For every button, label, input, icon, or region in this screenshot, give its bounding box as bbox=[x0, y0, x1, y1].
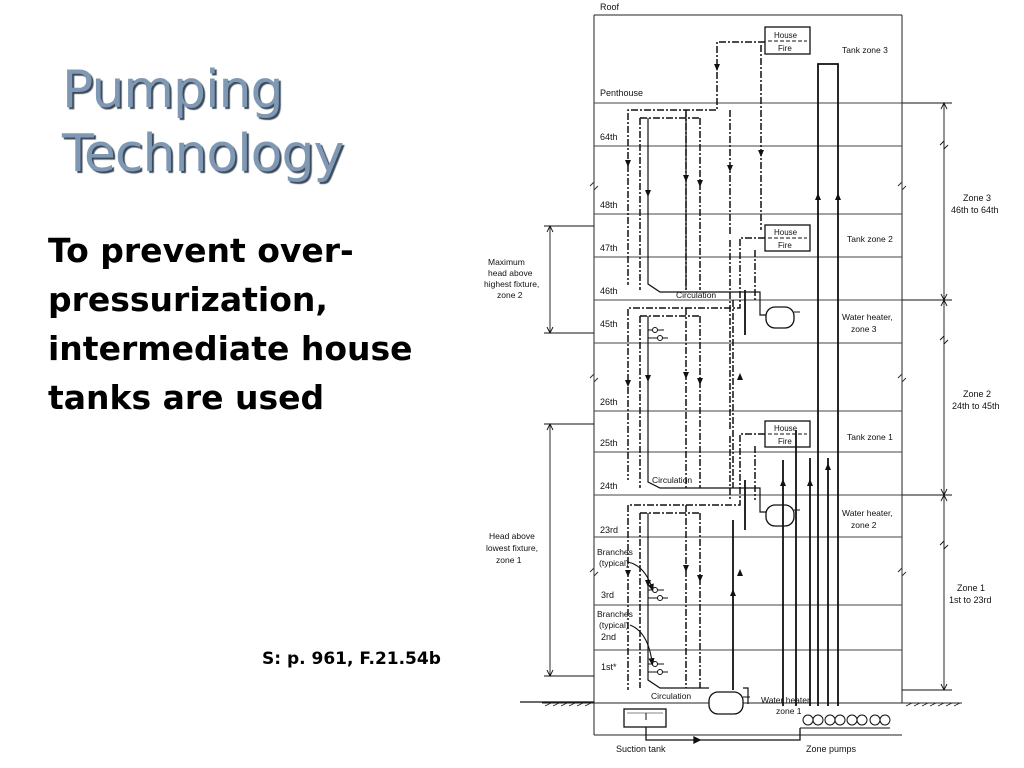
water-heater-label: Water heater, bbox=[842, 508, 893, 518]
tank-zone-3-label: Tank zone 3 bbox=[842, 45, 888, 55]
water-heater-label: zone 2 bbox=[851, 520, 877, 530]
low-head-label: lowest fixture, bbox=[486, 543, 538, 553]
source-citation: S: p. 961, F.21.54b bbox=[262, 649, 441, 669]
tank-fire-label: Fire bbox=[778, 241, 792, 250]
fixture-branches bbox=[648, 327, 668, 675]
branches-callout-lower: Branches (typical) bbox=[597, 609, 655, 666]
max-head-label: zone 2 bbox=[497, 290, 523, 300]
slide-title: Pumping Technology bbox=[62, 58, 392, 186]
ground-line bbox=[542, 702, 962, 707]
body-text: To prevent over- pressurization, interme… bbox=[48, 226, 468, 422]
zone-1-range: 1st to 23rd bbox=[949, 595, 992, 605]
circulation-label: Circulation bbox=[652, 475, 692, 485]
low-head-dimension bbox=[544, 422, 594, 678]
zone-dimensions bbox=[902, 101, 952, 692]
house-tank-zone-3: House Fire bbox=[764, 26, 811, 55]
zone-pumps bbox=[800, 714, 891, 729]
floor-label: 64th bbox=[600, 132, 618, 142]
floor-label: 3rd bbox=[601, 590, 614, 600]
water-heater-label: zone 1 bbox=[776, 706, 802, 716]
water-heater-label: zone 3 bbox=[851, 324, 877, 334]
zone-1-label: Zone 1 bbox=[957, 583, 985, 593]
zone-pumps-label: Zone pumps bbox=[806, 744, 857, 754]
break-marks bbox=[589, 180, 907, 578]
max-head-label: highest fixture, bbox=[484, 279, 539, 289]
floor-label: 45th bbox=[600, 319, 618, 329]
flow-arrows-down bbox=[625, 64, 764, 587]
title-line-2: Technology bbox=[62, 124, 344, 184]
body-line-2: pressurization, bbox=[48, 280, 328, 319]
water-heater-zone-3 bbox=[765, 306, 800, 329]
floor-label: 25th bbox=[600, 438, 618, 448]
water-heater-zone-1 bbox=[708, 691, 750, 715]
supply-risers bbox=[732, 63, 839, 706]
floor-label: 23rd bbox=[600, 525, 618, 535]
floor-label: 2nd bbox=[601, 632, 616, 642]
house-tank-zone-1: House Fire bbox=[764, 420, 811, 448]
suction-tank-label: Suction tank bbox=[616, 744, 666, 754]
zone-2-range: 24th to 45th bbox=[952, 401, 1000, 411]
circulation-label: Circulation bbox=[651, 691, 691, 701]
floor-label: 47th bbox=[600, 243, 618, 253]
suction-tank bbox=[623, 708, 667, 728]
flow-arrows-up bbox=[730, 193, 841, 596]
zone-1-distribution bbox=[627, 433, 765, 690]
tank-zone-2-label: Tank zone 2 bbox=[847, 234, 893, 244]
floor-label: 46th bbox=[600, 286, 618, 296]
roof-label: Roof bbox=[600, 2, 620, 12]
floor-label: 24th bbox=[600, 481, 618, 491]
max-head-dimension bbox=[544, 224, 594, 335]
floor-label: 26th bbox=[600, 397, 618, 407]
body-line-3: intermediate house bbox=[48, 329, 413, 368]
floor-label: 1st* bbox=[601, 662, 617, 672]
branches-label: Branches bbox=[597, 609, 633, 619]
zone-3-label: Zone 3 bbox=[963, 193, 991, 203]
zone-2-circulation bbox=[647, 291, 766, 513]
penthouse-label: Penthouse bbox=[600, 88, 643, 98]
body-line-1: To prevent over- bbox=[48, 231, 354, 270]
water-heater-label: Water heater, bbox=[761, 695, 812, 705]
floor-labels: 64th 48th 47th 46th 45th 26th 25th 24th … bbox=[600, 132, 618, 672]
tank-zone-1-label: Tank zone 1 bbox=[847, 432, 893, 442]
zone-3-circulation bbox=[647, 112, 735, 293]
tank-house-label: House bbox=[774, 424, 798, 433]
water-heater-zone-2 bbox=[765, 504, 800, 527]
zone-2-label: Zone 2 bbox=[963, 389, 991, 399]
branches-label: Branches bbox=[597, 547, 633, 557]
zone-2-distribution bbox=[627, 237, 765, 488]
branches-label: (typical) bbox=[599, 620, 629, 630]
house-tank-zone-2: House Fire bbox=[764, 224, 811, 252]
branches-label: (typical) bbox=[599, 558, 629, 568]
tank-fire-label: Fire bbox=[778, 437, 792, 446]
floor-lines bbox=[594, 102, 902, 651]
low-head-label: Head above bbox=[489, 531, 535, 541]
tank-house-label: House bbox=[774, 228, 798, 237]
water-heater-label: Water heater, bbox=[842, 312, 893, 322]
max-head-label: Maximum bbox=[488, 257, 525, 267]
zone-3-range: 46th to 64th bbox=[951, 205, 999, 215]
floor-label: 48th bbox=[600, 200, 618, 210]
circulation-label: Circulation bbox=[676, 290, 716, 300]
tank-house-label: House bbox=[774, 31, 798, 40]
body-line-4: tanks are used bbox=[48, 378, 325, 417]
title-line-1: Pumping bbox=[62, 60, 283, 120]
max-head-label: head above bbox=[488, 268, 533, 278]
low-head-label: zone 1 bbox=[496, 555, 522, 565]
city-main bbox=[520, 701, 801, 745]
zone-1-circulation bbox=[647, 513, 749, 704]
tank-fire-label: Fire bbox=[778, 44, 792, 53]
branches-callout-upper: Branches (typical) bbox=[597, 547, 654, 592]
